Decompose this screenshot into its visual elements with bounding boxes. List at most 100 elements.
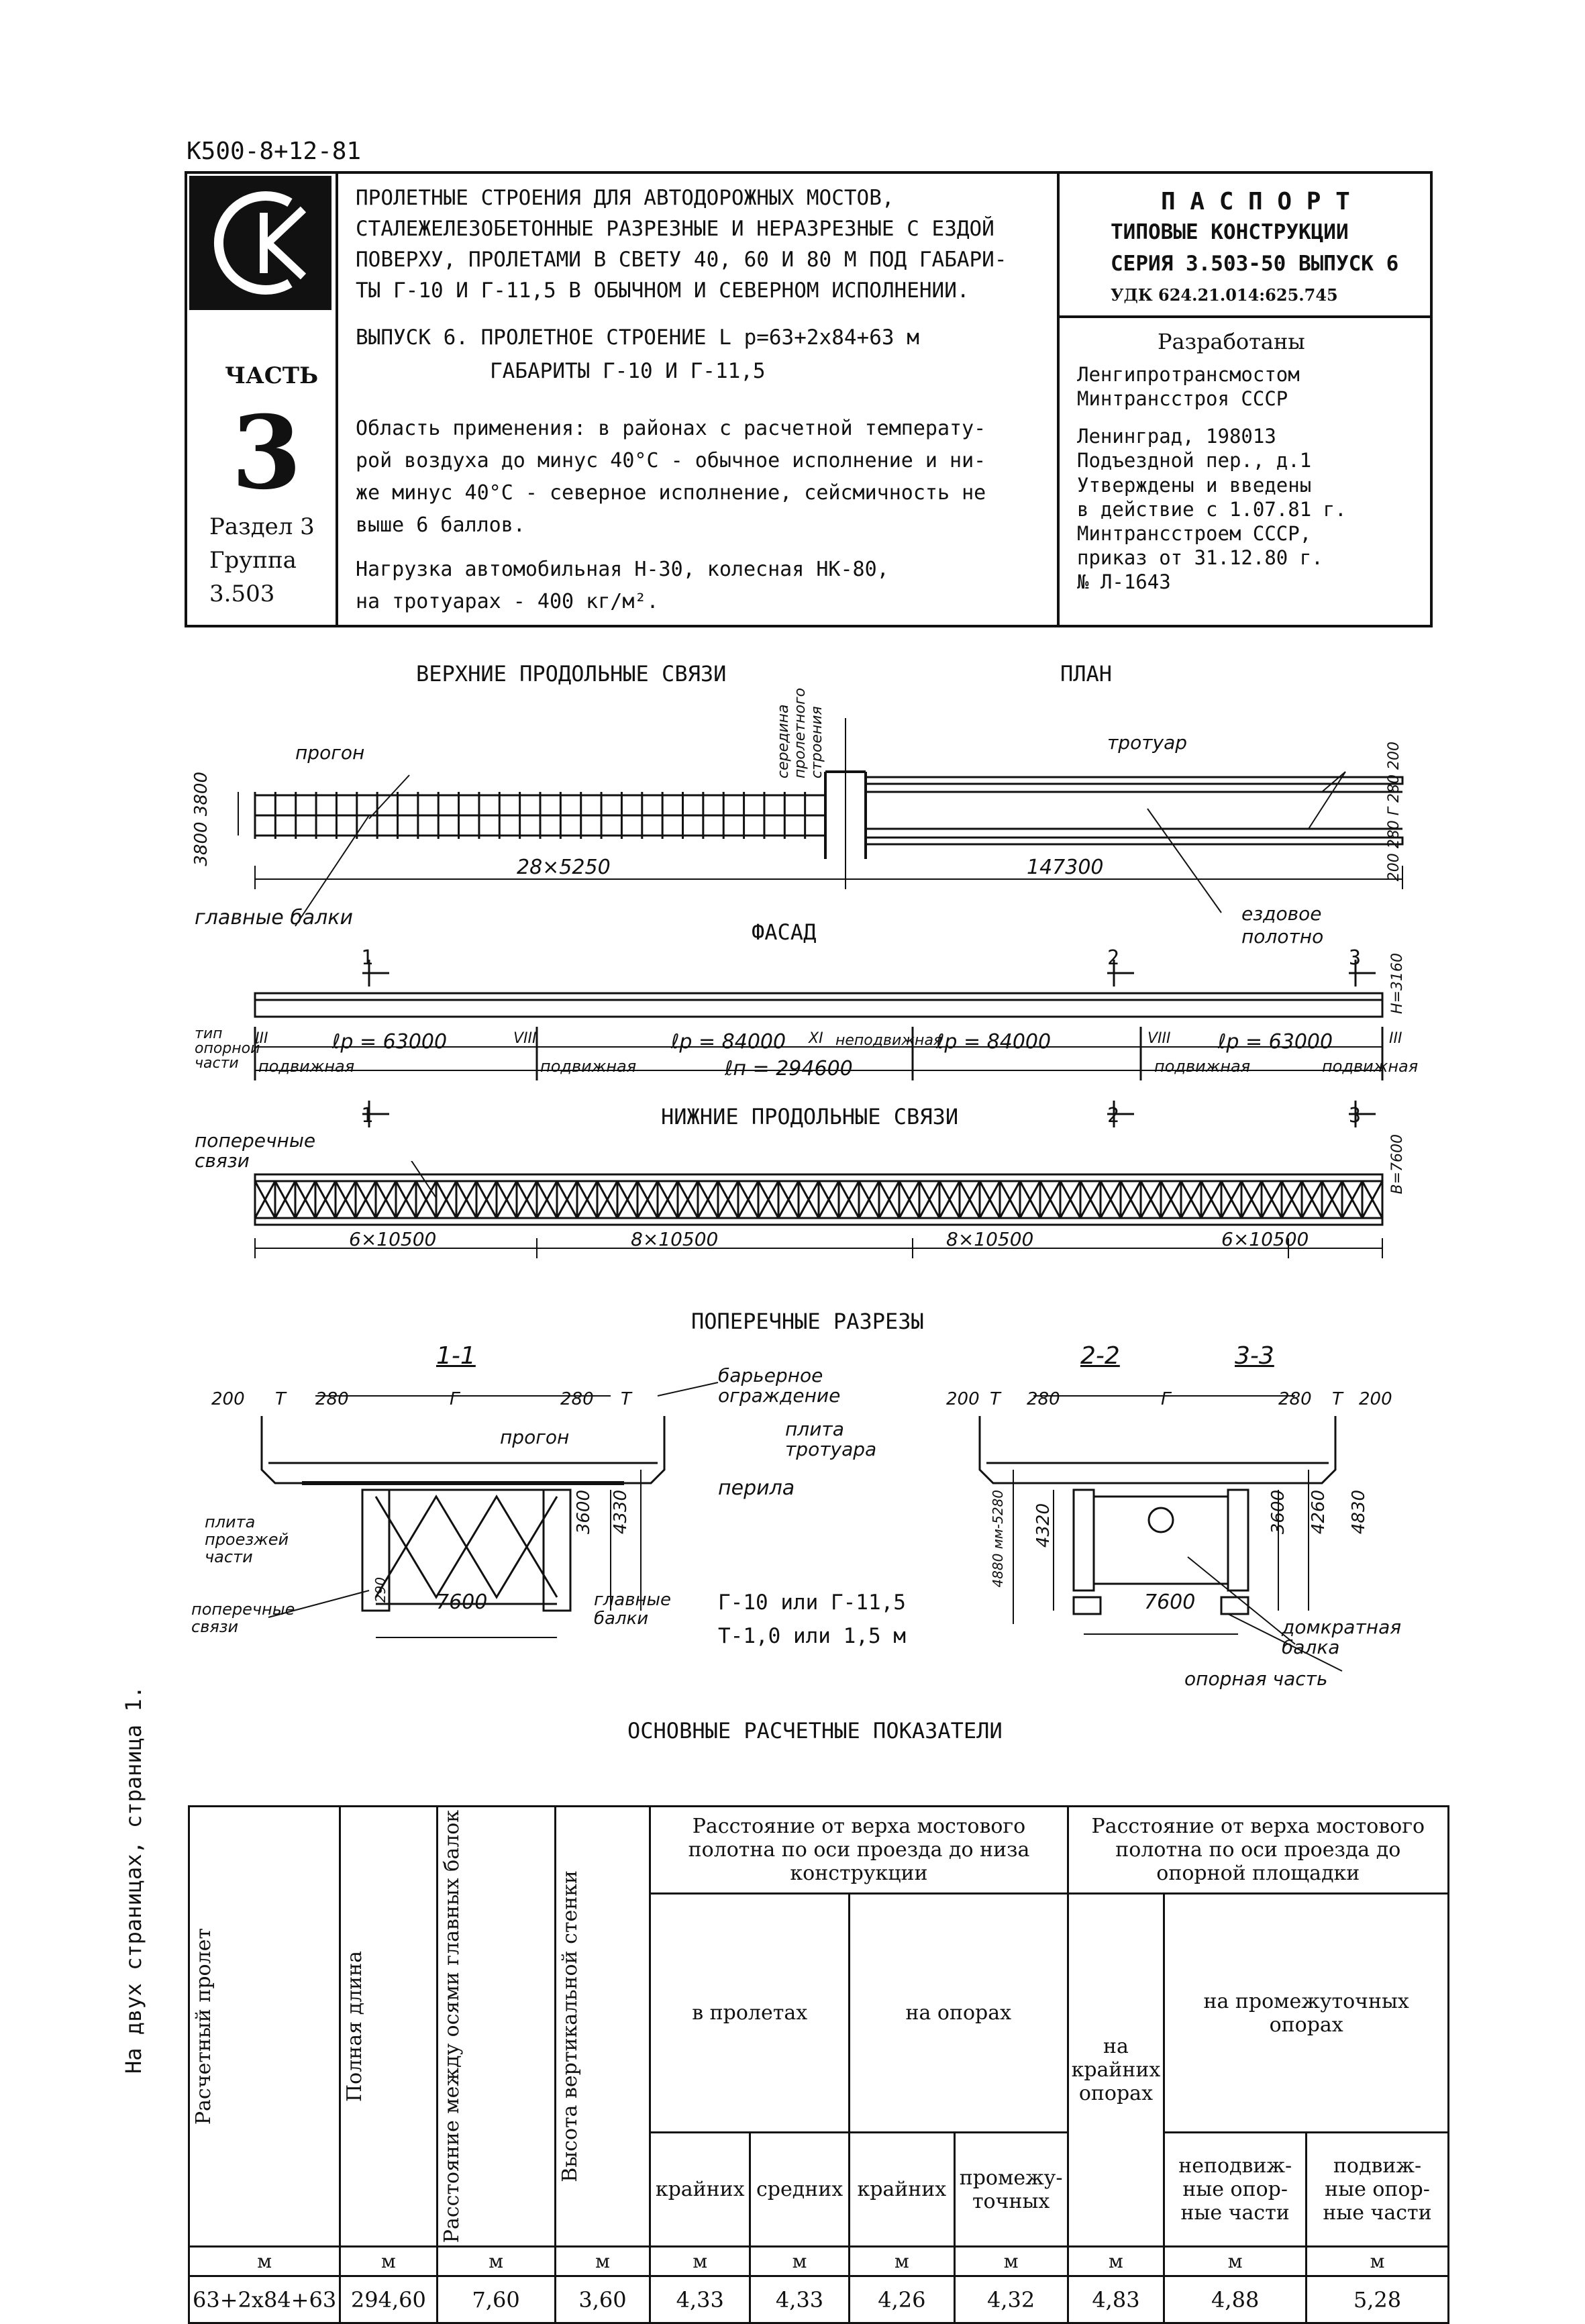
label-slab-trot: плита тротуара	[785, 1418, 877, 1460]
sec-1-bot: 1	[361, 1104, 374, 1127]
dim-28x5250: 28×5250	[517, 856, 611, 879]
passport-title: П А С П О Р Т	[1161, 188, 1350, 215]
group-label: Группа	[209, 547, 297, 574]
unit-cell: м	[749, 2245, 851, 2278]
scope-line: Область применения: в районах с расчетно…	[356, 417, 986, 440]
approved-line: приказ от 31.12.80 г.	[1077, 546, 1323, 569]
dim-b: B=7600	[1389, 1134, 1406, 1195]
cell-edge: 4,33	[649, 2275, 752, 2324]
lp-4: ℓр = 63000	[1218, 1030, 1333, 1054]
cs1-dim-280-l: 280	[315, 1389, 349, 1409]
th-oninter: на промежуточных опорах	[1163, 1892, 1449, 2134]
label-jack-beam: домкратная балка	[1282, 1616, 1402, 1658]
cs2-dim-280-r: 280	[1278, 1389, 1312, 1409]
dim-6x-right: 6×10500	[1221, 1228, 1309, 1250]
dim-left: 3800 3800	[191, 772, 211, 866]
cell-inter: 4,32	[953, 2275, 1069, 2324]
unit-cell: м	[1066, 2245, 1166, 2278]
unit-cell: м	[436, 2245, 556, 2278]
plan-title: ПЛАН	[1060, 661, 1113, 687]
th-group2: Расстояние от верха мостового полотна по…	[1066, 1805, 1450, 1894]
label-support-type: тип опорной части	[195, 1025, 260, 1072]
cs1-dim-3600: 3600	[574, 1490, 594, 1535]
roman-8-left: VIII	[513, 1030, 537, 1047]
cs2-dim-4260: 4260	[1309, 1490, 1329, 1535]
unit-cell: м	[649, 2245, 752, 2278]
cs-2-2: 2-2	[1080, 1342, 1120, 1370]
cs2-dim-200-r: 200	[1359, 1389, 1392, 1409]
dim-h: H=3160	[1389, 953, 1406, 1014]
approved-line: в действие с 1.07.81 г.	[1077, 498, 1347, 521]
roman-8-right: VIII	[1147, 1030, 1171, 1047]
cs2-dim-4320: 4320	[1033, 1503, 1054, 1548]
doc-code: К500-8+12-81	[187, 138, 362, 165]
label-trotuar: тротуар	[1107, 731, 1188, 754]
udk: УДК 624.21.014:625.745	[1111, 285, 1338, 305]
label-main-b: главные балки	[594, 1590, 672, 1629]
scope-line: выше 6 баллов.	[356, 513, 525, 537]
title-line: ТЫ Г-10 И Г-11,5 В ОБЫЧНОМ И СЕВЕРНОМ ИС…	[356, 279, 970, 303]
calc-table: Расчетный пролет Полная длина Расстояние…	[187, 1805, 1450, 2324]
side-note: На двух страницах, страница 1.	[121, 1686, 146, 2074]
group-number: 3.503	[209, 580, 275, 607]
lp-2: ℓр = 84000	[671, 1030, 786, 1054]
unit-cell: м	[848, 2245, 956, 2278]
issue-line-2: ГАБАРИТЫ Г-10 И Г-11,5	[490, 359, 766, 383]
cs2-dim-g: Г	[1161, 1389, 1171, 1409]
cell-movable: 5,28	[1305, 2275, 1449, 2324]
label-movable-4: подвижная	[1322, 1057, 1419, 1076]
lp-1: ℓр = 63000	[332, 1030, 448, 1054]
th-group1: Расстояние от верха мостового полотна по…	[649, 1805, 1069, 1894]
cs1-dim-7600: 7600	[436, 1590, 488, 1614]
approved-line: № Л-1643	[1077, 570, 1171, 593]
label-movable-2: подвижная	[540, 1057, 637, 1076]
th-height: Высота вертикальной стенки	[554, 1805, 652, 2248]
cell-edge2: 4,26	[848, 2275, 956, 2324]
label-progon: прогон	[295, 742, 365, 764]
cs1-dim-4330: 4330	[611, 1490, 631, 1535]
scope-line: рой воздуха до минус 40°С - обычное испо…	[356, 449, 986, 472]
unit-cell: м	[953, 2245, 1069, 2278]
approved-line: Утверждены и введены	[1077, 474, 1312, 497]
cell-span: 63+2x84+63	[187, 2275, 342, 2324]
th-fixed: неподвиж- ные опор- ные части	[1163, 2131, 1308, 2248]
th-edge2: крайних	[848, 2131, 956, 2248]
plan-drawing	[238, 718, 1404, 927]
lp-3: ℓр = 84000	[936, 1030, 1052, 1054]
cell-length: 294,60	[339, 2275, 438, 2324]
roman-3-left: III	[255, 1030, 268, 1047]
header-frame	[185, 171, 1433, 627]
th-inter: промежу- точных	[953, 2131, 1069, 2248]
dim-8x-left: 8×10500	[631, 1228, 719, 1250]
load-line: Нагрузка автомобильная Н-30, колесная НК…	[356, 558, 889, 581]
sec-2-top: 2	[1107, 946, 1120, 970]
roman-11: XI	[809, 1030, 823, 1047]
scope-line: же минус 40°С - северное исполнение, сей…	[356, 481, 986, 505]
cs1-dim-t-r: Т	[621, 1389, 631, 1409]
cross-section-drawing	[260, 1382, 1343, 1672]
table-title: ОСНОВНЫЕ РАСЧЕТНЫЕ ПОКАЗАТЕЛИ	[627, 1718, 1003, 1744]
title-block: ПРОЛЕТНЫЕ СТРОЕНИЯ ДЛЯ АВТОДОРОЖНЫХ МОСТ…	[356, 183, 1007, 306]
label-fixed: неподвижная	[835, 1032, 943, 1049]
upper-bracing-title: ВЕРХНИЕ ПРОДОЛЬНЫЕ СВЯЗИ	[416, 661, 727, 687]
developed-label: Разработаны	[1158, 329, 1305, 354]
cs1-dim-200-l: 200	[211, 1389, 245, 1409]
passport-sub1: ТИПОВЫЕ КОНСТРУКЦИИ	[1111, 220, 1349, 244]
cell-middle: 4,33	[749, 2275, 851, 2324]
developer-line: Ленинград, 198013	[1077, 425, 1276, 448]
label-barrier: барьерное ограждение	[718, 1364, 841, 1407]
unit-cell: м	[1305, 2245, 1449, 2278]
cs2-dim-3600: 3600	[1268, 1490, 1288, 1535]
title-line: ПРОЛЕТНЫЕ СТРОЕНИЯ ДЛЯ АВТОДОРОЖНЫХ МОСТ…	[356, 186, 894, 210]
sec-3-bot: 3	[1349, 1104, 1362, 1127]
title-line: СТАЛЕЖЕЛЕЗОБЕТОННЫЕ РАЗРЕЗНЫЕ И НЕРАЗРЕЗ…	[356, 217, 994, 241]
dims-plan-right: 200 280 Г 280 200	[1386, 742, 1402, 882]
label-roadway: ездовое полотно	[1241, 903, 1324, 948]
cs2-dim-t-r: Т	[1332, 1389, 1343, 1409]
th-distance: Расстояние между осями главных балок	[436, 1805, 556, 2248]
cell-onedge: 4,83	[1066, 2275, 1166, 2324]
dim-6x-left: 6×10500	[349, 1228, 437, 1250]
label-mid-span: середина пролетного строения	[775, 687, 825, 778]
cs1-dim-t-l: Т	[275, 1389, 286, 1409]
th-middle: средних	[749, 2131, 851, 2248]
